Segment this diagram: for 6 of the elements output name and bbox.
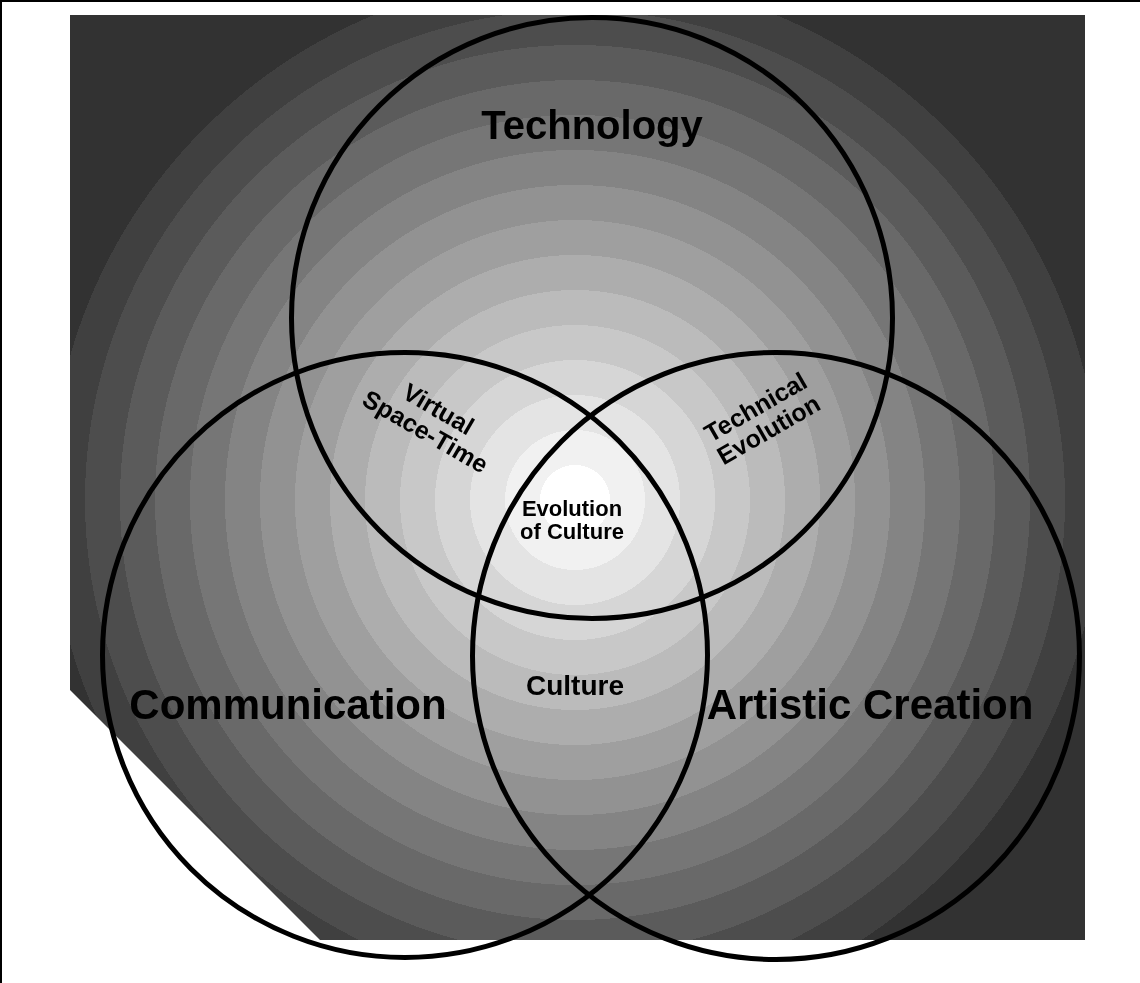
circle-title: Artistic Creation [706,681,1034,729]
venn-circle [289,15,895,621]
circle-title: Technology [481,102,703,148]
region-label: Culture [525,670,625,700]
circle-title: Communication [129,681,447,729]
region-label: Evolution of Culture [519,497,625,544]
